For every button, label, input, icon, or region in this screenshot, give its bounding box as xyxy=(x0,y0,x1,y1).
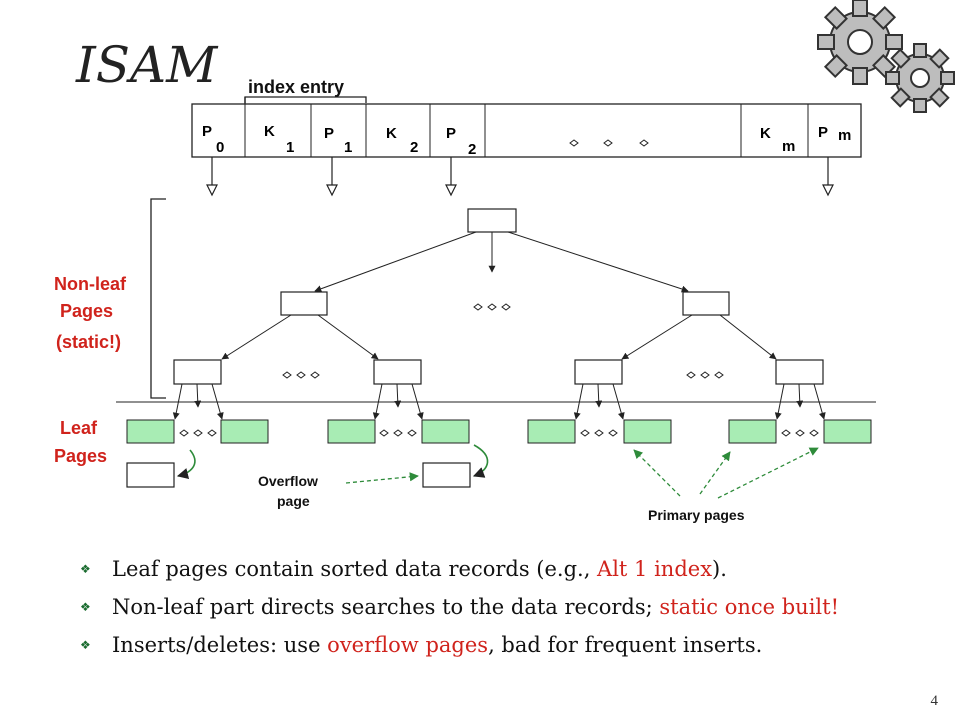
non-leaf-label: (static!) xyxy=(56,332,121,352)
bullet-highlight: Alt 1 index xyxy=(597,557,713,581)
leaf-page xyxy=(623,419,672,444)
bullet-highlight: static once built! xyxy=(659,595,840,619)
bullet-item: ❖ Non-leaf part directs searches to the … xyxy=(78,593,938,621)
internal-node xyxy=(682,291,730,316)
bullet-diamond-icon: ❖ xyxy=(80,600,91,614)
primary-pages-label: Primary pages xyxy=(648,507,745,523)
index-entry-label: index entry xyxy=(248,77,344,97)
bullet-highlight: overflow pages xyxy=(327,633,489,657)
non-leaf-label: Non-leaf xyxy=(54,274,127,294)
bullet-diamond-icon: ❖ xyxy=(80,562,91,576)
bullet-item: ❖ Leaf pages contain sorted data records… xyxy=(78,555,938,583)
gear-icon xyxy=(817,0,903,85)
leaf-label: Leaf xyxy=(60,418,98,438)
index-cell-sub: 2 xyxy=(468,141,476,158)
slide-title: ISAM xyxy=(76,36,218,94)
index-cell-main: P xyxy=(818,124,828,141)
leaf-page xyxy=(126,419,175,444)
leaf-page xyxy=(527,419,576,444)
bullet-list: ❖ Leaf pages contain sorted data records… xyxy=(78,555,938,669)
internal-node xyxy=(574,359,623,385)
index-cell-main: K xyxy=(386,125,397,142)
non-leaf-label: Pages xyxy=(60,301,113,321)
overflow-label: Overflow xyxy=(258,473,318,489)
leaf-label: Pages xyxy=(54,446,107,466)
index-dots xyxy=(569,139,649,147)
bullet-text: Inserts/deletes: use xyxy=(112,633,328,657)
leaf-page xyxy=(220,419,269,444)
leaf-page xyxy=(728,419,777,444)
bullet-text: ). xyxy=(712,557,727,581)
leaf-page xyxy=(421,419,470,444)
bullet-diamond-icon: ❖ xyxy=(80,638,91,652)
index-page: P 0 K 1 P 1 K 2 P 2 K m P m xyxy=(191,103,862,158)
index-cell-sub: m xyxy=(838,127,851,144)
overflow-page xyxy=(422,462,471,488)
index-cell-main: P xyxy=(446,125,456,142)
isam-diagram: index entry P 0 K 1 P 1 K 2 xyxy=(54,0,955,523)
index-cell-main: K xyxy=(760,125,771,142)
index-cell-main: K xyxy=(264,123,275,140)
internal-node xyxy=(373,359,422,385)
leaf-page xyxy=(823,419,872,444)
index-cell-sub: 2 xyxy=(410,139,418,156)
overflow-page xyxy=(126,462,175,488)
index-cell-sub: 0 xyxy=(216,139,224,156)
bullet-text: Non-leaf part directs searches to the da… xyxy=(112,595,660,619)
root-node xyxy=(467,208,517,233)
index-cell-main: P xyxy=(324,125,334,142)
leaf-page xyxy=(327,419,376,444)
bullet-item: ❖ Inserts/deletes: use overflow pages, b… xyxy=(78,631,938,659)
index-cell-sub: m xyxy=(782,138,795,155)
index-cell-sub: 1 xyxy=(344,139,352,156)
page-number: 4 xyxy=(930,693,939,709)
bullet-text: , bad for frequent inserts. xyxy=(488,633,763,657)
gear-icon xyxy=(885,43,955,113)
index-cell-sub: 1 xyxy=(286,139,294,156)
bullet-text: Leaf pages contain sorted data records (… xyxy=(112,557,598,581)
internal-node xyxy=(173,359,222,385)
overflow-label: page xyxy=(277,493,310,509)
internal-node xyxy=(775,359,824,385)
index-cell-main: P xyxy=(202,123,212,140)
internal-node xyxy=(280,291,328,316)
